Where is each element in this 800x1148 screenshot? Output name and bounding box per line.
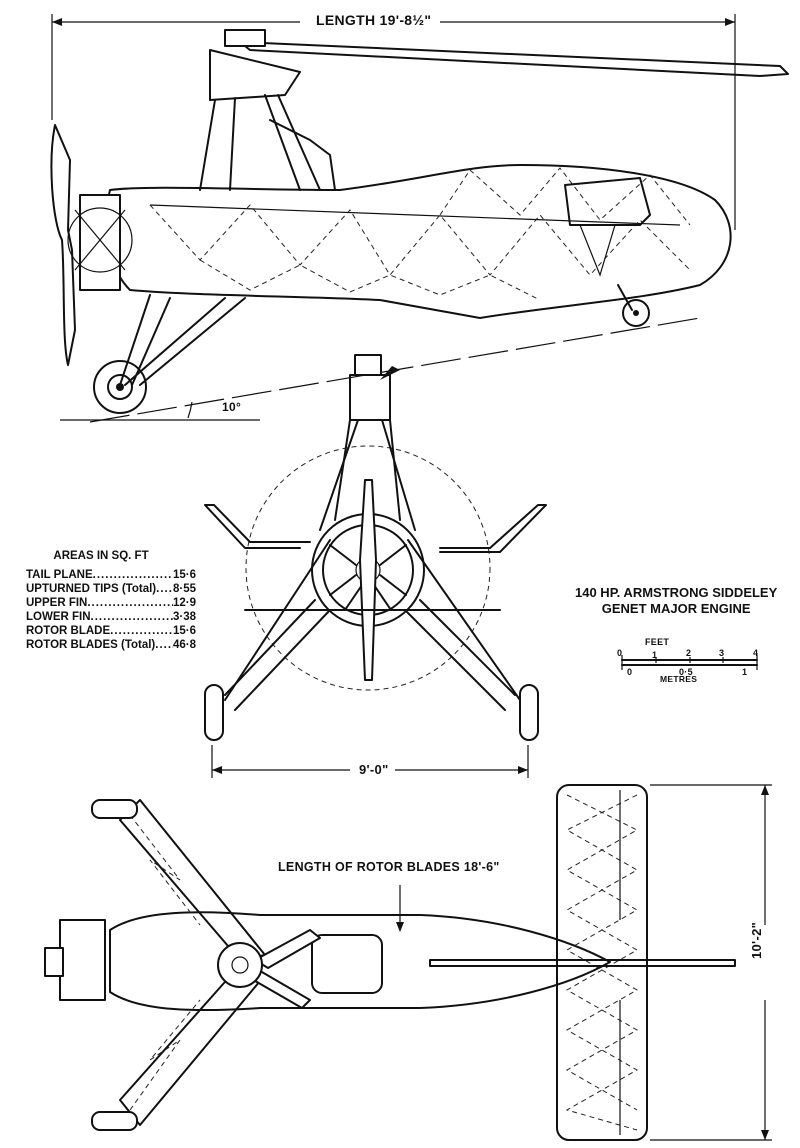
- area-value: 46·8: [172, 639, 196, 651]
- area-name: ROTOR BLADE: [26, 625, 111, 637]
- scale-bar: [621, 655, 758, 670]
- feet-tick: 3: [719, 648, 725, 658]
- area-value: 15·6: [172, 569, 196, 581]
- scale-metres-label: METRES: [660, 674, 698, 684]
- rotor-blade-length-label: LENGTH OF ROTOR BLADES 18'-6": [278, 860, 500, 874]
- areas-row: UPPER FIN 12·9: [26, 596, 196, 610]
- front-view: [204, 354, 547, 778]
- areas-row: TAIL PLANE 15·6: [26, 568, 196, 582]
- engine-caption-line1: 140 HP. ARMSTRONG SIDDELEY: [575, 585, 778, 600]
- feet-tick: 0: [617, 648, 623, 658]
- areas-row: LOWER FIN 3·38: [26, 610, 196, 624]
- feet-tick: 4: [753, 648, 759, 658]
- ground-angle-label: 10°: [222, 400, 242, 414]
- track-width-label: 9'-0": [355, 762, 393, 777]
- area-name: ROTOR BLADES (Total): [26, 639, 156, 651]
- scale-feet-label: FEET: [645, 637, 670, 647]
- area-name: UPPER FIN: [26, 597, 88, 609]
- areas-row: UPTURNED TIPS (Total) 8·55: [26, 582, 196, 596]
- area-name: LOWER FIN: [26, 611, 91, 623]
- areas-row: ROTOR BLADE 15·6: [26, 624, 196, 638]
- feet-tick: 1: [652, 650, 658, 660]
- metres-tick: 0: [627, 667, 633, 677]
- areas-table: AREAS IN SQ. FT TAIL PLANE 15·6 UPTURNED …: [26, 550, 196, 652]
- engine-caption: 140 HP. ARMSTRONG SIDDELEY GENET MAJOR E…: [575, 585, 777, 617]
- metres-tick: 0·5: [679, 667, 693, 677]
- area-value: 12·9: [172, 597, 196, 609]
- area-name: UPTURNED TIPS (Total): [26, 583, 157, 595]
- plan-view: [44, 784, 772, 1141]
- area-value: 15·6: [172, 625, 196, 637]
- areas-row: ROTOR BLADES (Total) 46·8: [26, 638, 196, 652]
- metres-tick: 1: [742, 667, 748, 677]
- engine-caption-line2: GENET MAJOR ENGINE: [601, 601, 751, 616]
- side-view: [50, 14, 789, 423]
- feet-tick: 2: [686, 648, 692, 658]
- overall-length-label: LENGTH 19'-8½": [312, 12, 436, 28]
- area-value: 8·55: [172, 583, 196, 595]
- area-value: 3·38: [172, 611, 196, 623]
- areas-title: AREAS IN SQ. FT: [53, 550, 149, 562]
- tailplane-span-label: 10'-2": [749, 918, 764, 962]
- area-name: TAIL PLANE: [26, 569, 93, 581]
